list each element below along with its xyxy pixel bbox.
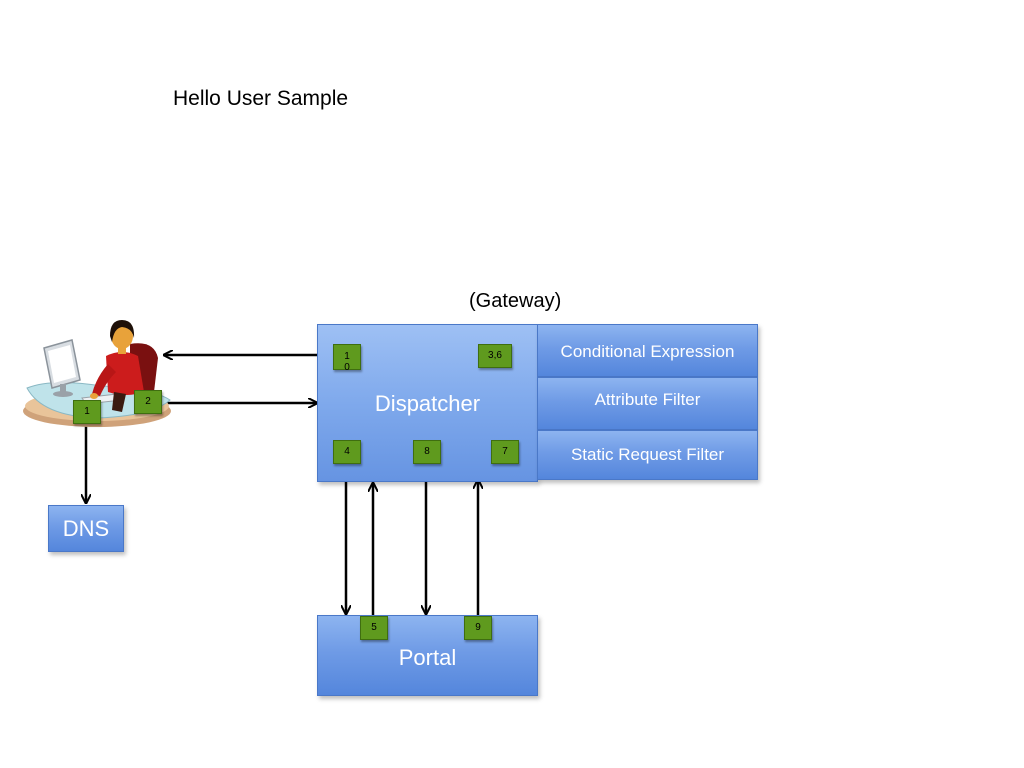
slide-title: Hello User Sample [173, 87, 349, 110]
dns-label: DNS [62, 516, 110, 541]
step-badge-1: 1 [73, 400, 101, 424]
attribute-filter-box: Attribute Filter [537, 377, 758, 430]
conditional-expression-label: Conditional Expression [560, 342, 735, 361]
dns-box: DNS [48, 505, 124, 552]
step-badge-2: 2 [134, 390, 162, 414]
step-badge-8: 8 [413, 440, 441, 464]
step-badge-9: 9 [464, 616, 492, 640]
portal-box: Portal [317, 615, 538, 696]
attribute-filter-label: Attribute Filter [594, 390, 701, 409]
step-badge-10: 10 [333, 344, 361, 373]
gateway-label: (Gateway) [469, 290, 562, 312]
portal-label: Portal [398, 645, 457, 670]
static-request-filter-box: Static Request Filter [537, 430, 758, 480]
conditional-expression-box: Conditional Expression [537, 324, 758, 377]
step-badge-7: 7 [491, 440, 519, 464]
step-badge-5: 5 [360, 616, 388, 640]
dispatcher-label: Dispatcher [374, 391, 481, 416]
step-badge-3-6: 3,6 [478, 344, 512, 368]
step-badge-4: 4 [333, 440, 361, 464]
static-request-filter-label: Static Request Filter [570, 445, 725, 464]
